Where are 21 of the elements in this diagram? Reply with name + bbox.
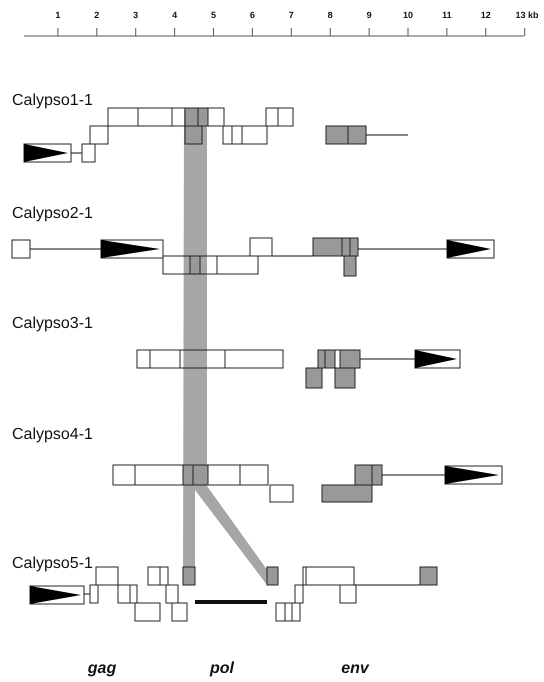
element-name: Calypso2-1 [12, 205, 93, 223]
scale-number: 3 [133, 10, 138, 20]
gene-label: pol [210, 660, 234, 678]
scale-number: 5 [211, 10, 216, 20]
scale-number: 2 [94, 10, 100, 20]
scale-number: 10 [403, 10, 413, 20]
scale-number: 6 [250, 10, 255, 20]
scale-number: 13 kb [516, 10, 538, 20]
scale-number: 1 [55, 10, 60, 20]
scale-number: 8 [328, 10, 333, 20]
scale-number: 12 [480, 10, 491, 20]
gene-label: gag [88, 660, 116, 678]
scale-number: 4 [172, 10, 178, 20]
element-name: Calypso1-1 [12, 92, 93, 110]
element-name: Calypso4-1 [12, 426, 93, 444]
scale-number: 11 [442, 10, 452, 20]
gene-label: env [341, 660, 369, 678]
scale-number: 9 [366, 10, 372, 20]
element-name: Calypso3-1 [12, 315, 93, 333]
element-name: Calypso5-1 [12, 555, 93, 573]
scale-number: 7 [288, 10, 294, 20]
